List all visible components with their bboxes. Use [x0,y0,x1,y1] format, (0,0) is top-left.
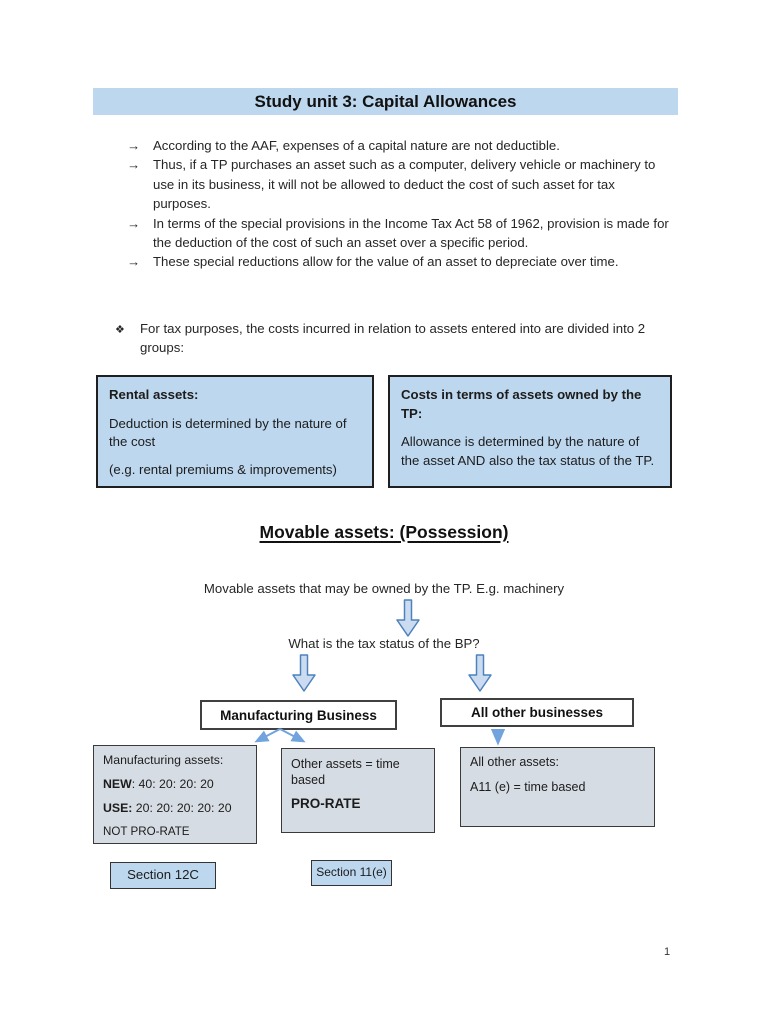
new-rates-line: NEW: 40: 20: 20: 20 [103,777,247,792]
right-arrow-icon: → [127,215,141,231]
list-item: → These special reductions allow for the… [127,252,672,271]
section-11e-box: Section 11(e) [311,860,392,886]
section-12c-box: Section 12C [110,862,216,889]
owned-assets-body: Allowance is determined by the nature of… [401,434,655,468]
all-other-assets-box: All other assets: A11 (e) = time based [460,747,655,827]
list-item: → Thus, if a TP purchases an asset such … [127,155,672,213]
note-text: For tax purposes, the costs incurred in … [140,321,646,356]
manufacturing-assets-box: Manufacturing assets: NEW: 40: 20: 20: 2… [93,745,257,844]
manufacturing-assets-title: Manufacturing assets: [103,753,224,767]
list-item: → In terms of the special provisions in … [127,214,672,253]
manufacturing-business-box: Manufacturing Business [200,700,397,730]
use-label: USE: [103,801,133,815]
rental-assets-title: Rental assets: [109,387,199,402]
bullet-text: In terms of the special provisions in th… [153,215,669,251]
not-pro-rate-note: NOT PRO-RATE [103,825,190,838]
groups-note: ❖ For tax purposes, the costs incurred i… [115,319,675,358]
other-assets-body: Other assets = time based [291,757,400,787]
down-block-arrow-icon [292,654,316,697]
bullet-text: Thus, if a TP purchases an asset such as… [153,157,656,212]
down-block-arrow-icon [396,599,420,642]
use-rates-line: USE: 20: 20: 20: 20: 20 [103,801,247,816]
new-label: NEW [103,777,132,791]
other-assets-box: Other assets = time based PRO-RATE [281,748,435,833]
owned-assets-title: Costs in terms of assets owned by the TP… [401,387,642,421]
page-number: 1 [664,946,671,958]
intro-bullet-list: → According to the AAF, expenses of a ca… [127,136,672,272]
rental-assets-box: Rental assets: Deduction is determined b… [96,375,374,488]
movable-assets-subtext: Movable assets that may be owned by the … [203,581,565,596]
right-arrow-icon: → [127,157,141,173]
pro-rate-label: PRO-RATE [291,796,361,811]
bullet-text: These special reductions allow for the v… [153,254,619,270]
down-thin-arrow-icon [490,728,506,755]
rental-assets-body: Deduction is determined by the nature of… [109,415,347,450]
right-arrow-icon: → [127,254,141,270]
bullet-text: According to the AAF, expenses of a capi… [153,138,560,153]
list-item: → According to the AAF, expenses of a ca… [127,136,672,155]
diamond-bullet-icon: ❖ [115,324,125,336]
rental-assets-example: (e.g. rental premiums & improvements) [109,461,337,477]
new-rates: : 40: 20: 20: 20 [131,777,214,791]
down-block-arrow-icon [468,654,492,697]
tax-status-question: What is the tax status of the BP? [288,636,480,651]
all-other-assets-body: A11 (e) = time based [470,780,586,794]
use-rates: 20: 20: 20: 20: 20 [132,801,232,815]
movable-assets-heading: Movable assets: (Possession) [259,522,509,542]
right-arrow-icon: → [127,138,141,153]
all-other-businesses-box: All other businesses [440,698,634,727]
all-other-assets-title: All other assets: [470,755,559,769]
page-title: Study unit 3: Capital Allowances [93,88,678,115]
split-arrows-icon [248,727,312,752]
owned-assets-box: Costs in terms of assets owned by the TP… [388,375,672,488]
